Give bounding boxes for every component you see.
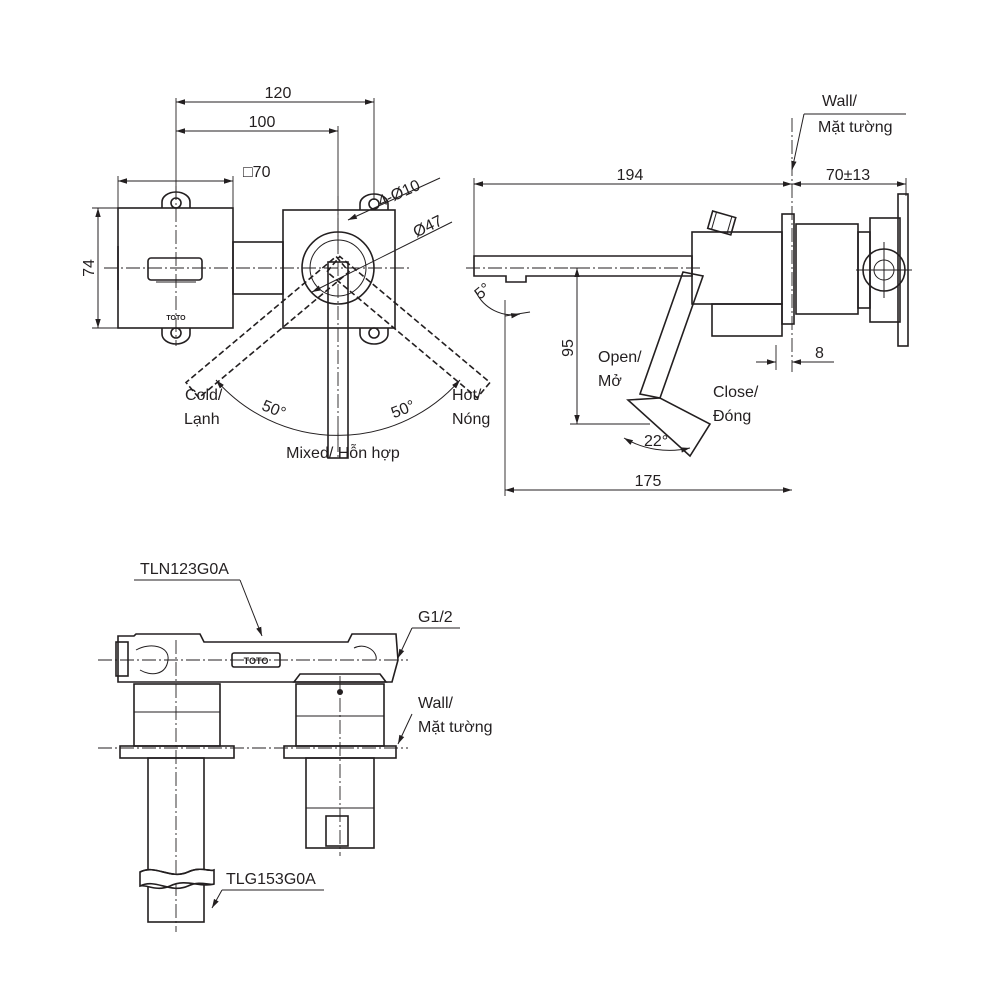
- dimension-22deg-label: 22°: [644, 433, 668, 450]
- valve-cover-plate: TOTO: [117, 191, 234, 345]
- dimension-square-70-label: □70: [243, 164, 271, 181]
- dimension-95: 95: [560, 267, 650, 425]
- section-wall-label: Wall/: [418, 695, 454, 712]
- wall-label-vi: Mặt tường: [818, 119, 893, 136]
- handle-positions: [184, 255, 492, 459]
- part-spout-label: TLG153G0A: [226, 871, 316, 888]
- spout: [466, 255, 700, 283]
- dimension-74: 74: [81, 208, 101, 328]
- part-valve-label: TLN123G0A: [140, 561, 229, 578]
- toto-logo: TOTO: [166, 315, 186, 322]
- section-wall-label-vi: Mặt tường: [418, 719, 493, 736]
- thread-label: G1/2: [418, 609, 453, 626]
- outlet-assembly: [283, 673, 397, 849]
- hot-label-vi: Nóng: [452, 411, 490, 428]
- dimension-70-13: 70±13: [792, 167, 906, 187]
- dimension-100-label: 100: [249, 114, 276, 131]
- dimension-diameter-label: Ø47: [411, 213, 446, 242]
- mixed-label: Mixed/ Hỗn hợp: [286, 443, 400, 462]
- front-view: 120 100 □70 74 TOTO: [81, 85, 492, 462]
- dimension-8-label: 8: [815, 345, 824, 362]
- dimension-square-70: □70: [118, 164, 271, 184]
- part-label-spout: TLG153G0A: [211, 871, 324, 909]
- faucet-body: [626, 193, 912, 458]
- dimension-120-label: 120: [265, 85, 292, 102]
- section-toto-logo: TOTO: [244, 656, 269, 666]
- dimension-194: 194: [474, 167, 792, 187]
- dimension-194-label: 194: [617, 167, 644, 184]
- dimension-100: 100: [176, 114, 338, 134]
- dimension-175: 175: [505, 473, 792, 493]
- valve-cartridge: [119, 683, 235, 923]
- close-label-vi: Đóng: [713, 408, 751, 425]
- angle-right-label: 50°: [389, 397, 418, 422]
- side-view: Wall/ Mặt tường 194 70±13 5°: [466, 93, 912, 496]
- wall-label: Wall/: [822, 93, 858, 110]
- dimension-74-label: 74: [81, 259, 98, 277]
- cold-label: Cold/: [185, 387, 223, 404]
- dimension-120: 120: [176, 85, 374, 105]
- wall-label-group: Wall/ Mặt tường: [397, 695, 493, 745]
- open-label-vi: Mở: [598, 373, 622, 390]
- dimension-holes-label: 4-Ø10: [375, 177, 423, 211]
- dimension-175-label: 175: [635, 473, 662, 490]
- section-view: TLN123G0A G1/2 Wall/ Mặt tường TOT: [98, 561, 493, 932]
- handle-plate: [282, 193, 396, 345]
- thread-label-group: G1/2: [397, 609, 460, 659]
- part-label-valve: TLN123G0A: [134, 561, 263, 637]
- close-label: Close/: [713, 384, 759, 401]
- dimension-8: 8: [756, 345, 834, 365]
- dimension-5deg-label: 5°: [472, 280, 495, 303]
- dimension-70-13-label: 70±13: [826, 167, 870, 184]
- cold-label-vi: Lạnh: [184, 411, 220, 428]
- angle-left-label: 50°: [259, 397, 288, 422]
- open-label: Open/: [598, 349, 642, 366]
- dimension-95-label: 95: [560, 339, 577, 357]
- hot-label: Hot/: [452, 387, 482, 404]
